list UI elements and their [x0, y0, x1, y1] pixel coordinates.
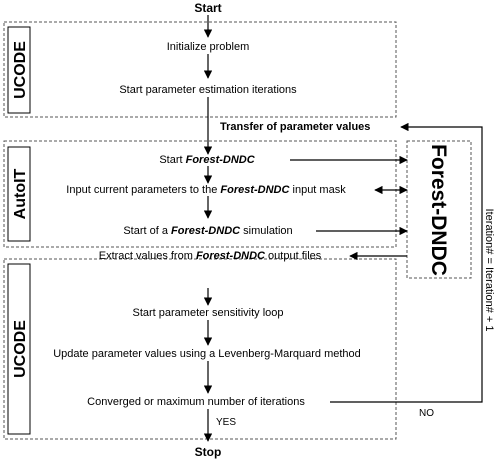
ucode-bottom-label: UCODE [12, 320, 29, 378]
stop-label: Stop [195, 445, 222, 459]
start-model-step: Start Forest-DNDC [159, 154, 255, 166]
ucode-top-group [3, 21, 397, 118]
forest-dndc-label: Forest-DNDC [427, 144, 450, 276]
start-label: Start [194, 1, 221, 15]
autoit-label-box [7, 146, 31, 242]
extract-values-step: Extract values from Forest-DNDC output f… [99, 250, 322, 262]
yes-label: YES [216, 417, 236, 428]
ucode-top-label: UCODE [12, 41, 29, 99]
no-label: NO [419, 408, 434, 419]
sensitivity-step: Start parameter sensitivity loop [132, 307, 283, 319]
iteration-increment-label: Iteration# = Iteration# + 1 [483, 209, 495, 332]
start-simulation-step: Start of a Forest-DNDC simulation [123, 225, 292, 237]
transfer-label: Transfer of parameter values [220, 121, 370, 133]
iteration-loop-arrow [330, 122, 483, 403]
converged-step: Converged or maximum number of iteration… [87, 396, 305, 408]
ucode-bottom-group [3, 258, 397, 440]
update-step: Update parameter values using a Levenber… [53, 348, 361, 360]
forest-dndc-group [406, 140, 472, 279]
start-iterations-step: Start parameter estimation iterations [119, 84, 297, 96]
initialize-step: Initialize problem [167, 41, 250, 53]
autoit-label: AutoIT [12, 168, 29, 219]
input-parameters-step: Input current parameters to the Forest-D… [66, 184, 346, 196]
ucode-top-label-box [7, 26, 31, 114]
ucode-bottom-label-box [7, 263, 31, 435]
